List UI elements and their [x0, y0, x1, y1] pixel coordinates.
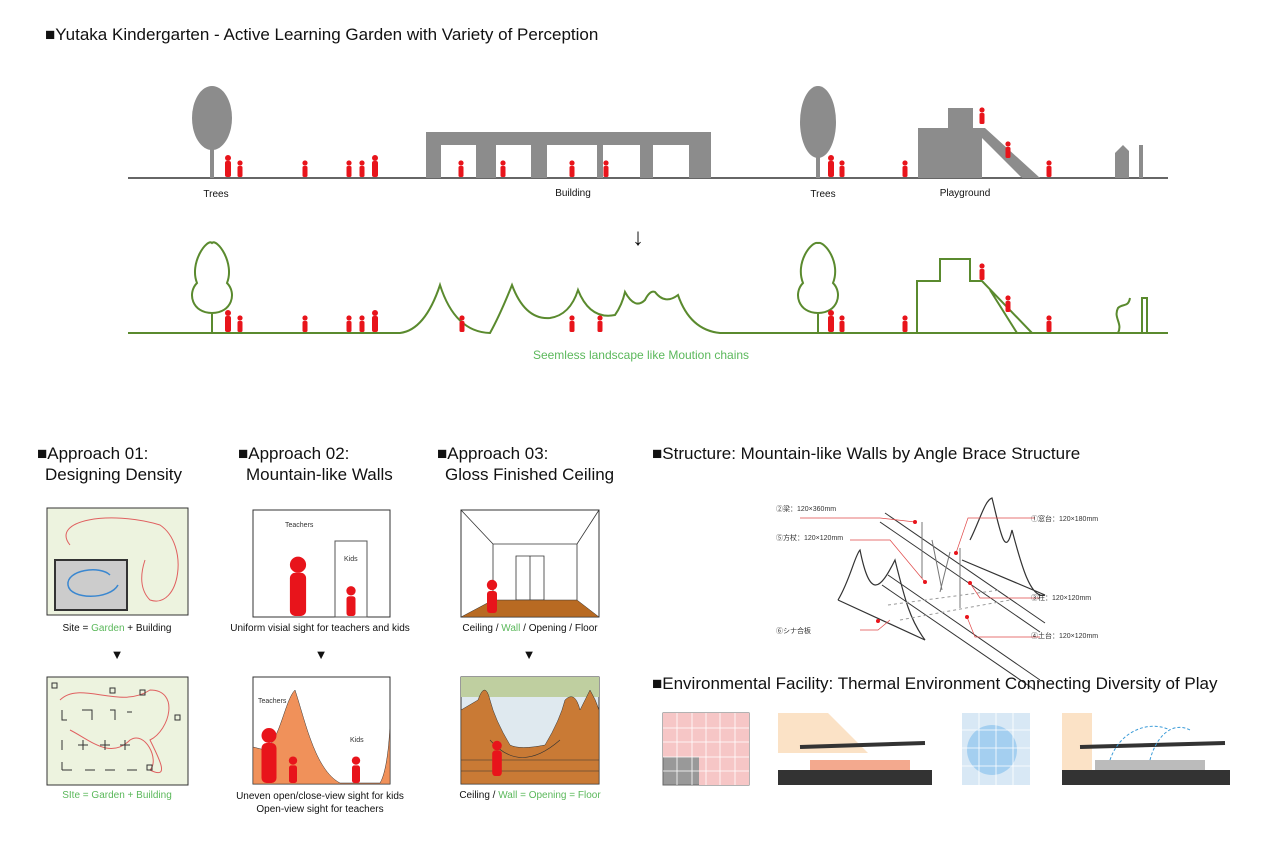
proposed-section [128, 241, 1168, 335]
approach-01-caption-before: Site = Garden + Building [62, 623, 172, 634]
existing-section [128, 86, 1168, 179]
structure-heading: ■Structure: Mountain-like Walls by Angle… [652, 444, 1081, 463]
teachers-label: Teachers [285, 522, 314, 529]
structure-label-foundation: ④土台：120×120mm [1031, 633, 1099, 640]
label-trees-1: Trees [203, 189, 229, 200]
approach-01-diagrams [46, 507, 189, 786]
page-title: ■Yutaka Kindergarten - Active Learning G… [45, 25, 599, 44]
approach-03-caption-after: Ceiling / Wall = Opening = Floor [459, 790, 601, 801]
triangle-down-icon: ▼ [110, 647, 124, 662]
kids-label: Kids [344, 556, 358, 563]
people-green [225, 263, 1052, 332]
triangle-down-icon: ▼ [522, 647, 536, 662]
label-building: Building [555, 188, 591, 199]
label-playground: Playground [939, 188, 991, 199]
structure-label-beam: ②梁：120×360mm [776, 506, 837, 513]
approach-01-heading: ■Approach 01:Designing Density [37, 444, 183, 484]
kids-label-2: Kids [350, 737, 364, 744]
approach-01-caption-after: SIte = Garden + Building [62, 790, 172, 801]
teachers-label-2: Teachers [258, 698, 287, 705]
structure-label-column: ③柱：120×120mm [1031, 595, 1092, 602]
approach-03-heading: ■Approach 03:Gloss Finished Ceiling [437, 444, 615, 484]
down-arrow-icon: ↓ [632, 224, 644, 251]
structure-diagram [800, 497, 1046, 691]
structure-label-sill: ①窓台：120×180mm [1031, 516, 1099, 523]
structure-label-plywood: ⑥シナ合板 [776, 628, 811, 635]
approach-02-heading: ■Approach 02:Mountain-like Walls [238, 444, 393, 484]
label-trees-2: Trees [810, 189, 836, 200]
approach-03-diagrams [460, 509, 600, 785]
approach-02-caption-before: Uniform visial sight for teachers and ki… [230, 623, 410, 634]
landscape-caption: Seemless landscape like Moution chains [532, 348, 750, 362]
triangle-down-icon: ▼ [314, 647, 328, 662]
approach-03-caption-before: Ceiling / Wall / Opening / Floor [462, 623, 598, 634]
approach-02-diagrams [252, 509, 391, 785]
environment-diagrams [662, 712, 1230, 786]
structure-label-brace: ⑤方杖：120×120mm [776, 535, 844, 542]
environment-heading: ■Environmental Facility: Thermal Environ… [652, 674, 1218, 693]
